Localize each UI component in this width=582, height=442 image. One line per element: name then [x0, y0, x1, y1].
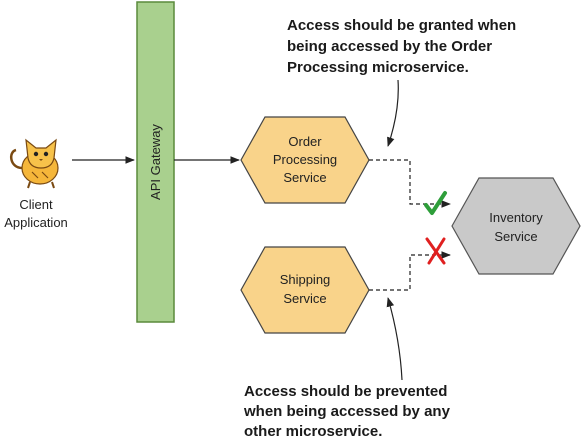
order-service-label-line1: Order [288, 134, 322, 149]
inventory-service-label-line1: Inventory [489, 210, 543, 225]
note-top-line1: Access should be granted when [287, 17, 516, 34]
note-top-line3: Processing microservice. [287, 59, 469, 76]
tomcat-cat-icon [9, 138, 59, 189]
cross-icon [425, 237, 446, 265]
api-gateway-box [136, 1, 175, 323]
inventory-service-label-line2: Service [494, 229, 537, 244]
client-label-line2: Application [4, 215, 68, 230]
order-service-label-line3: Service [283, 170, 326, 185]
checkmark-icon [424, 191, 447, 215]
connector-shipping-to-inventory [369, 251, 451, 291]
api-gateway-label: API Gateway [148, 124, 163, 200]
shipping-service-node [240, 246, 370, 334]
note-top-line2: being accessed by the Order [287, 38, 492, 55]
note-bottom-line3: other microservice. [244, 423, 382, 440]
order-service-label-line2: Processing [273, 152, 337, 167]
client-label-line1: Client [19, 197, 53, 212]
shipping-service-label-line1: Shipping [280, 272, 331, 287]
note-bottom-pointer [386, 297, 403, 381]
inventory-service-node [451, 177, 581, 275]
connector-order-to-inventory [369, 159, 451, 208]
note-top-pointer [387, 79, 399, 147]
shipping-service-label-line2: Service [283, 291, 326, 306]
note-bottom-line1: Access should be prevented [244, 383, 447, 400]
note-bottom-line2: when being accessed by any [243, 403, 451, 420]
